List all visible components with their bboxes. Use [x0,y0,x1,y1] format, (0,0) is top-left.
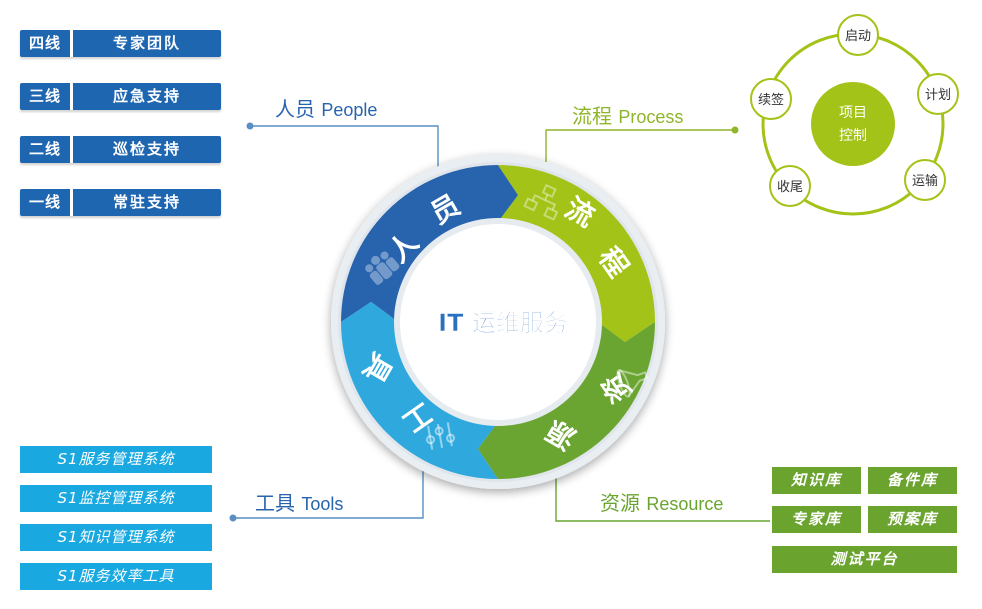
tool-prefix: S1 [57,489,79,507]
cycle-node-close-label: 收尾 [777,180,803,195]
center-title: IT 运维服务 [438,309,569,337]
heading-process-zh: 流程 [572,104,612,128]
people-icon [365,251,400,285]
heading-process-en: Process [618,107,684,127]
tier-code: 三线 [28,87,61,105]
connector-dot-tools [229,514,237,522]
tool-item: S1服务效率工具 [20,563,212,590]
ring-segments [341,165,655,479]
ring-inner-disc [400,224,596,420]
tier-1: 一线 常驻支持 [20,189,221,216]
tool-prefix: S1 [57,450,79,468]
cycle-center [811,82,895,166]
tool-name: 知识管理系统 [78,528,175,546]
resource-item: 备件库 [868,467,957,494]
cycle-node-close [769,165,811,207]
ring-segment-resource [477,322,655,479]
connector-lines [233,125,770,522]
tool-prefix: S1 [57,567,79,585]
cycle-node-deliver [904,159,946,201]
tier-4: 四线 专家团队 [20,30,221,57]
cycle-node-renew [750,78,792,120]
tool-prefix: S1 [57,528,79,546]
cycle-center-line-1: 项目 [839,105,867,121]
funnel-icon [616,369,649,398]
project-cycle: 项目 控制 启动 计划 运输 收尾 续签 [750,14,959,216]
tier-code: 一线 [28,193,61,211]
connector-resource [555,474,770,522]
heading-process: 流程 Process [572,100,683,129]
tool-item: S1知识管理系统 [20,524,212,551]
tier-divider [70,30,73,57]
tier-name: 应急支持 [112,87,181,105]
connector-people [250,125,439,176]
cycle-node-start-label: 启动 [845,29,871,44]
tier-code: 四线 [28,34,61,52]
heading-tools-en: Tools [301,494,344,514]
heading-resource-zh: 资源 [600,491,640,515]
org-chart-icon [523,183,559,221]
tier-divider [70,189,73,216]
tier-2: 二线 巡检支持 [20,136,221,163]
tool-item: S1服务管理系统 [20,446,212,473]
tier-divider [70,136,73,163]
tool-item: S1监控管理系统 [20,485,212,512]
cycle-node-start [837,14,879,56]
cycle-node-renew-label: 续签 [758,92,784,108]
heading-people-en: People [321,100,378,120]
tier-divider [70,83,73,110]
sliders-icon [425,422,456,450]
resource-item: 专家库 [772,506,861,533]
heading-tools-zh: 工具 [255,491,295,515]
cycle-node-plan [917,73,959,115]
ring-segment-process [498,165,655,343]
tier-name: 常驻支持 [112,193,181,211]
resource-item: 知识库 [772,467,861,494]
ring-segment-tools [341,301,498,479]
cycle-center-line-2: 控制 [839,128,867,144]
tier-3: 三线 应急支持 [20,83,221,110]
tier-name: 巡检支持 [112,140,181,158]
resource-item: 测试平台 [772,546,957,573]
heading-tools: 工具 Tools [255,487,343,516]
connector-dot-people [246,122,254,130]
tool-name: 服务效率工具 [78,567,175,585]
tool-name: 服务管理系统 [78,450,175,468]
heading-resource-en: Resource [646,494,724,514]
tool-name: 监控管理系统 [78,489,175,507]
connector-dot-process [731,126,739,134]
cycle-node-plan-label: 计划 [925,88,951,103]
connector-tools [233,470,424,519]
cycle-node-deliver-label: 运输 [912,173,938,189]
ring-segment-people [341,165,519,322]
tier-name: 专家团队 [112,34,181,52]
heading-people-zh: 人员 [275,97,315,121]
resource-item: 预案库 [868,506,957,533]
heading-resource: 资源 Resource [600,487,723,516]
heading-people: 人员 People [275,93,377,122]
connector-process [545,129,735,162]
tier-code: 二线 [28,140,61,158]
